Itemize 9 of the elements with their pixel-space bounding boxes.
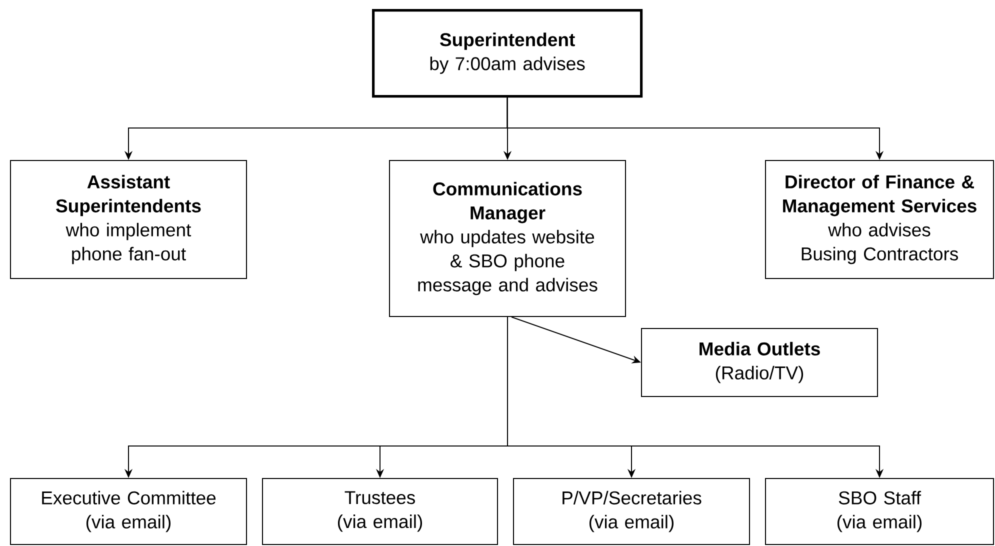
role-box: Assistant Superintendents who implement phone fan-out xyxy=(10,160,247,279)
role-box: SBO Staff (via email) xyxy=(765,478,994,545)
role-box: P/VP/Secretaries (via email) xyxy=(513,478,750,545)
role-box: Communications Manager who updates website & SBO phone message and advises xyxy=(389,160,626,317)
role-box: Superintendent by 7:00am advises xyxy=(372,9,643,98)
role-box: Trustees (via email) xyxy=(262,478,498,545)
role-box: Director of Finance & Management Services who advises Busing Contractors xyxy=(765,160,994,279)
role-box: Executive Committee (via email) xyxy=(10,478,247,545)
role-box: Media Outlets (Radio/TV) xyxy=(641,328,878,397)
